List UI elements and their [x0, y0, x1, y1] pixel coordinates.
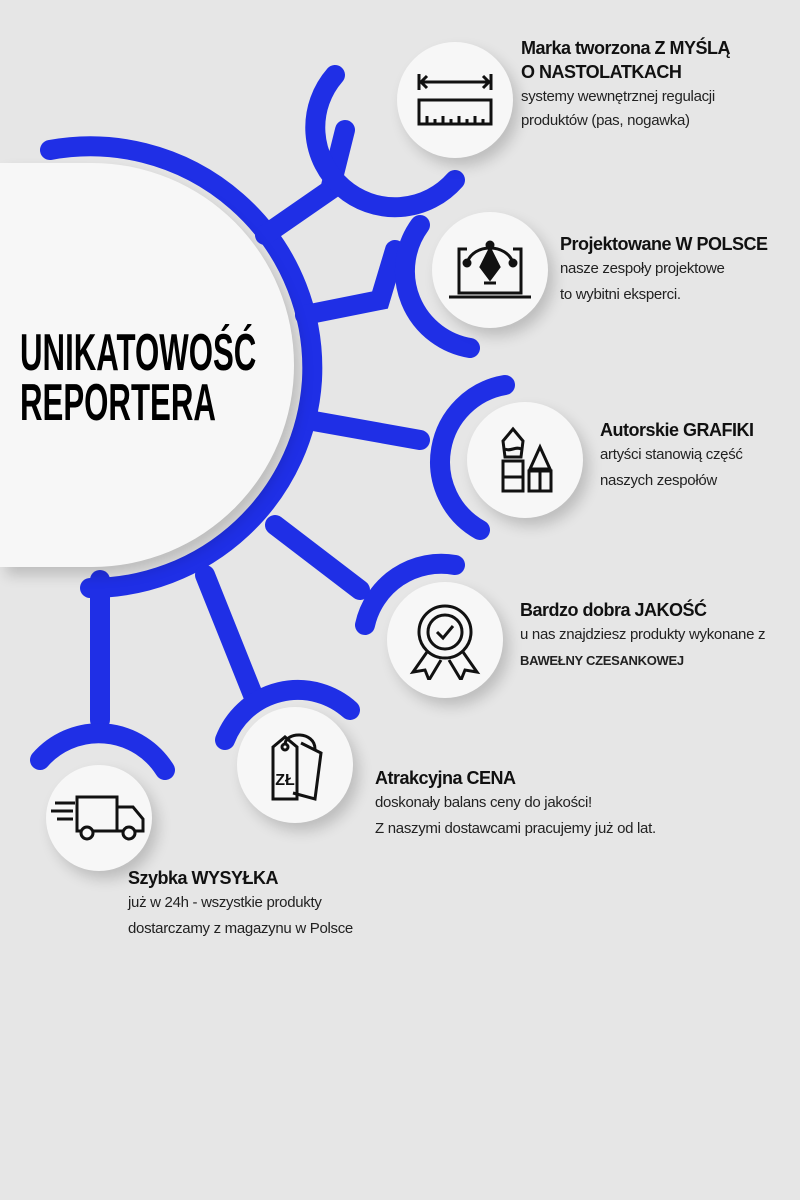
icon-circle-1	[397, 42, 513, 158]
feature-desc-2: Z naszymi dostawcami pracujemy już od la…	[375, 820, 656, 837]
cap-2	[394, 215, 480, 358]
branch-5	[195, 565, 265, 710]
feature-desc-2: BAWEŁNY CZESANKOWEJ	[520, 653, 684, 668]
feature-6: Szybka WYSYŁKA już w 24h - wszystkie pro…	[128, 866, 353, 942]
icon-circle-3	[467, 402, 583, 518]
feature-desc-2: produktów (pas, nogawka)	[521, 112, 690, 129]
cap-3	[430, 375, 515, 540]
feature-desc: już w 24h - wszystkie produkty	[128, 894, 322, 911]
icon-circle-2	[432, 212, 548, 328]
feature-3: Autorskie GRAFIKI artyści stanowią część…	[600, 418, 754, 494]
branch-2	[295, 240, 405, 325]
feature-title: Projektowane W POLSCE	[560, 234, 768, 254]
ruler-width-icon	[417, 74, 493, 126]
cap-1	[305, 65, 465, 218]
price-tag-icon: ZŁ	[271, 733, 323, 801]
feature-5: Atrakcyjna CENA doskonały balans ceny do…	[375, 766, 656, 842]
branch-1	[255, 120, 355, 245]
feature-title: Marka tworzona Z MYŚLĄ	[521, 38, 731, 58]
icon-circle-4	[387, 582, 503, 698]
quality-badge-icon	[409, 604, 481, 680]
feature-desc: systemy wewnętrznej regulacji	[521, 88, 715, 105]
feature-desc-2: to wybitni eksperci.	[560, 286, 681, 303]
main-title: UNIKATOWOŚĆ REPORTERA	[20, 324, 257, 432]
title-line-2: REPORTERA	[20, 374, 216, 432]
fast-delivery-truck-icon	[51, 795, 145, 841]
feature-title: Szybka WYSYŁKA	[128, 868, 279, 888]
feature-desc: u nas znajdziesz produkty wykonane z	[520, 626, 766, 643]
paint-brushes-icon	[501, 426, 553, 493]
icon-circle-5: ZŁ	[237, 707, 353, 823]
branch-3	[298, 410, 430, 450]
feature-desc: artyści stanowią część	[600, 446, 743, 463]
feature-2: Projektowane W POLSCE nasze zespoły proj…	[560, 232, 768, 308]
feature-title: Bardzo dobra JAKOŚĆ	[520, 600, 707, 620]
feature-desc: doskonały balans ceny do jakości!	[375, 794, 592, 811]
branch-4	[265, 515, 370, 600]
price-tag-currency: ZŁ	[275, 772, 295, 789]
branches	[30, 65, 515, 780]
feature-desc-2: naszych zespołów	[600, 472, 717, 489]
main-arc	[40, 136, 323, 599]
cap-4	[355, 553, 465, 635]
feature-desc-2: dostarczamy z magazynu w Polsce	[128, 920, 353, 937]
feature-title: Autorskie GRAFIKI	[600, 420, 754, 440]
feature-title-2: O NASTOLATKACH	[521, 62, 682, 82]
icon-circle-6	[46, 765, 152, 871]
title-line-1: UNIKATOWOŚĆ	[20, 324, 257, 382]
feature-title: Atrakcyjna CENA	[375, 768, 516, 788]
feature-desc: nasze zespoły projektowe	[560, 260, 725, 277]
feature-1: Marka tworzona Z MYŚLĄ O NASTOLATKACH sy…	[521, 36, 731, 134]
pen-tool-laptop-icon	[449, 240, 531, 299]
feature-4: Bardzo dobra JAKOŚĆ u nas znajdziesz pro…	[520, 598, 765, 674]
cap-5	[215, 679, 360, 750]
cap-6	[30, 723, 175, 780]
